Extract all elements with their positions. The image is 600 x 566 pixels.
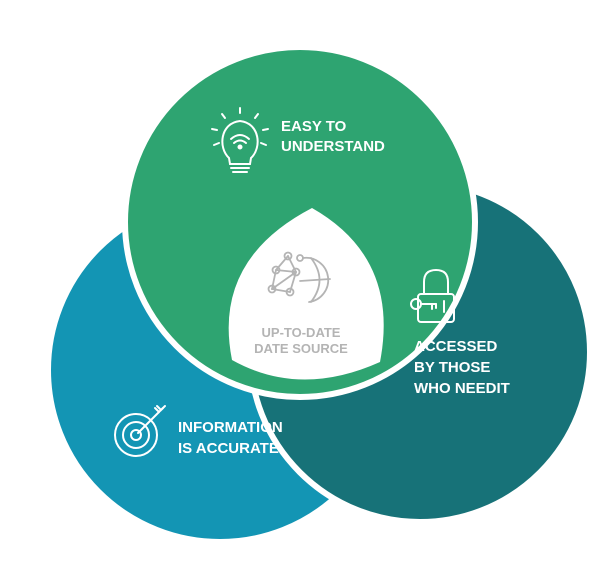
network-globe-icon bbox=[267, 251, 331, 303]
top-label-line2: UNDERSTAND bbox=[281, 138, 385, 155]
center-overlap-region bbox=[228, 208, 384, 380]
top-label-line1: EASY TO bbox=[281, 118, 347, 135]
lightbulb-wifi-icon bbox=[211, 107, 269, 173]
target-arrow-icon bbox=[114, 405, 166, 457]
right-label-line1: ACCESSED bbox=[414, 338, 498, 355]
left-label-line1: INFORMATION bbox=[178, 419, 283, 436]
center-label-line1: UP-TO-DATE bbox=[262, 325, 341, 340]
right-label-line2: BY THOSE bbox=[414, 359, 490, 376]
center-label-line2: DATE SOURCE bbox=[254, 341, 348, 356]
padlock-key-icon bbox=[410, 268, 455, 323]
right-label-line3: WHO NEEDIT bbox=[414, 380, 510, 397]
left-label-line2: IS ACCURATE bbox=[178, 440, 279, 457]
